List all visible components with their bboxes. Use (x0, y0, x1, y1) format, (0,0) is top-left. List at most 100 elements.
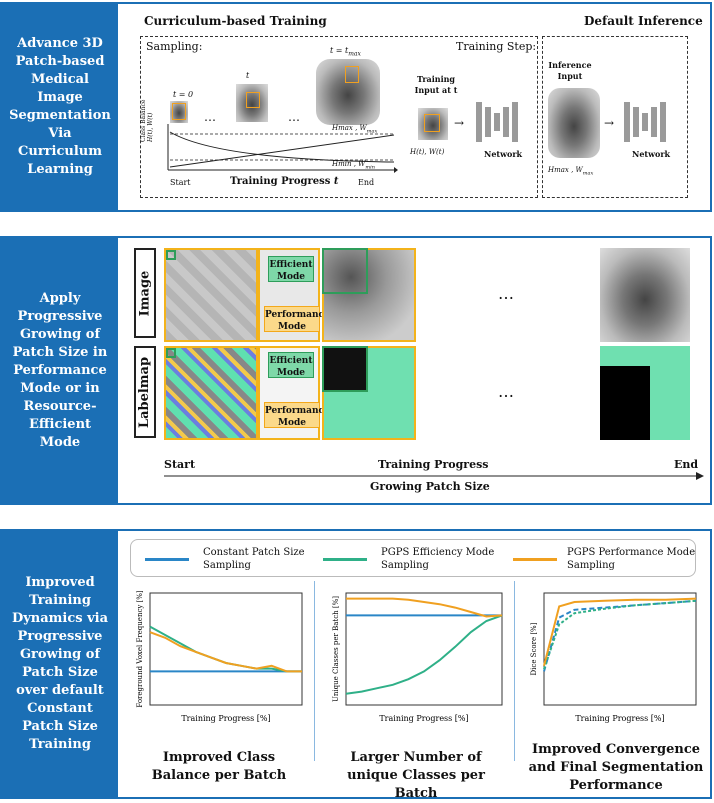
inference-input-label: Inference Input (548, 60, 592, 81)
t0-label: t = 0 (173, 90, 194, 99)
patch-tmax-box (345, 66, 359, 83)
inference-input-image (548, 88, 600, 158)
tmax-text: t = t (330, 46, 349, 55)
progress-var: t (333, 176, 339, 187)
panel-content: Curriculum-based Training Default Infere… (118, 4, 710, 210)
progress-text: Training Progress (230, 176, 331, 187)
inference-hw-annotation: Hmax , Wmax (548, 166, 593, 176)
hmax-H: H (332, 124, 339, 132)
curriculum-plot (167, 124, 398, 173)
patch-t-box (246, 92, 260, 108)
divider-2 (514, 581, 515, 761)
tmax-sub: max (348, 50, 361, 58)
series-line-1 (543, 599, 697, 672)
tmax-label: t = tmax (330, 46, 361, 58)
series-line-2 (543, 599, 697, 670)
patch-t0 (170, 101, 188, 123)
hw-axis-label: H(t), W(t) (147, 112, 154, 142)
caption-dice: Improved Convergence and Final Segmentat… (528, 742, 704, 793)
hmin-rest: min , W (338, 160, 366, 168)
y-axis-label: Dice Score [%] (530, 622, 538, 675)
panel-side-title: Improved Training Dynamics via Progressi… (2, 531, 118, 797)
ellipsis-1: … (204, 110, 216, 124)
caption-class-balance: Improved Class Balance per Batch (151, 750, 287, 783)
patch-t0-box (172, 103, 186, 120)
performance-mode-badge-image: Performance Mode (264, 306, 330, 332)
y-axis-label: Class Balance H(t), W(t) (140, 99, 154, 142)
axis-start-label: Start (164, 458, 196, 471)
growing-patch-label: Growing Patch Size (370, 480, 490, 493)
patch-t (236, 84, 268, 122)
y-axis-label: Foreground Voxel Frequency [%] (136, 590, 144, 708)
labelmap-row-text: Labelmap (137, 356, 153, 428)
hmax-annotation: Hmax , Wmax (332, 124, 377, 134)
legend-label-constant: Constant Patch Size Sampling (203, 547, 305, 571)
ellipsis-labelmap: … (498, 382, 514, 401)
legend-label-performance: PGPS Performance Mode Sampling (567, 547, 696, 571)
plot-frame (345, 592, 503, 706)
legend: Constant Patch Size Sampling PGPS Effici… (130, 539, 696, 577)
training-hw-label: H(t), W(t) (410, 148, 445, 156)
sampling-label: Sampling: (146, 40, 203, 53)
chart-unique-classes: Training Progress [%] Unique Classes per … (332, 592, 503, 723)
axis-progress-label: Training Progress (378, 458, 489, 471)
efficient-mode-badge-labelmap: Efficient Mode (268, 352, 314, 378)
hmax-sub: max (366, 128, 378, 135)
labelmap-row-label: Labelmap (134, 346, 156, 438)
axis-end-label: End (674, 458, 699, 471)
series-line-3 (149, 631, 302, 673)
training-input-box (424, 114, 440, 132)
y-axis-label: Unique Classes per Batch [%] (332, 596, 340, 702)
legend-line-constant (145, 558, 189, 561)
legend-line-efficiency (323, 558, 367, 561)
series-line-2 (345, 614, 503, 695)
series-line-3 (543, 597, 697, 667)
inf-H: H (548, 166, 555, 174)
x-axis-label: Training Progress [%] (575, 714, 664, 723)
training-input-patch (418, 108, 448, 140)
hmax-rest: max , W (338, 124, 367, 132)
ellipsis-2: … (288, 110, 300, 124)
training-step-label: Training Step: (456, 40, 537, 53)
chart-class-balance: Training Progress [%]Foreground Voxel Fr… (136, 590, 303, 723)
training-input-label: Training Input at t (414, 74, 458, 95)
inference-dashed-box (542, 36, 688, 198)
efficient-mode-badge-image: Efficient Mode (268, 256, 314, 282)
t-label: t (246, 71, 250, 80)
hmin-annotation: Hmin , Wmin (332, 160, 375, 170)
training-dashed-box (140, 36, 538, 198)
plot-end-label: End (358, 178, 375, 187)
network-icon-inf (624, 102, 666, 142)
progressive-growing-panel: Apply Progressive Growing of Patch Size … (0, 236, 712, 505)
panel-content: Constant Patch Size Sampling PGPS Effici… (118, 531, 710, 801)
legend-line-performance (513, 558, 557, 561)
image-row-label: Image (134, 248, 156, 338)
divider-1 (314, 581, 315, 761)
image-small-patch (166, 250, 176, 260)
hmin-sub: min (365, 164, 375, 171)
curriculum-panel: Advance 3D Patch-based Medical Image Seg… (0, 2, 712, 212)
arrow-to-network: → (454, 116, 465, 130)
image-grid-large (322, 248, 416, 342)
labelmap-small-patch (166, 348, 176, 358)
patch-tmax (316, 59, 380, 125)
plot-start-label: Start (170, 178, 191, 187)
curriculum-title: Curriculum-based Training (144, 14, 327, 28)
panel-content: Image Labelmap Efficient Mode Performanc… (118, 238, 710, 503)
labelmap-grid-small (164, 346, 258, 440)
hmin-H: H (332, 160, 339, 168)
series-line-2 (149, 625, 302, 673)
plot-frame (543, 592, 697, 706)
image-grid-small (164, 248, 258, 342)
ellipsis-image: … (498, 284, 514, 303)
network-label-train: Network (484, 149, 523, 159)
caption-unique-classes: Larger Number of unique Classes per Batc… (347, 750, 485, 801)
series-line-3 (346, 597, 503, 618)
training-dynamics-panel: Improved Training Dynamics via Progressi… (0, 529, 712, 801)
inf-rest: max , W (554, 166, 583, 174)
inference-title: Default Inference (584, 14, 703, 28)
x-axis-label: Training Progress [%] (379, 714, 468, 723)
image-row-text: Image (137, 270, 153, 316)
class-balance-label: Class Balance (140, 99, 147, 142)
labelmap-full-bg (600, 366, 650, 440)
